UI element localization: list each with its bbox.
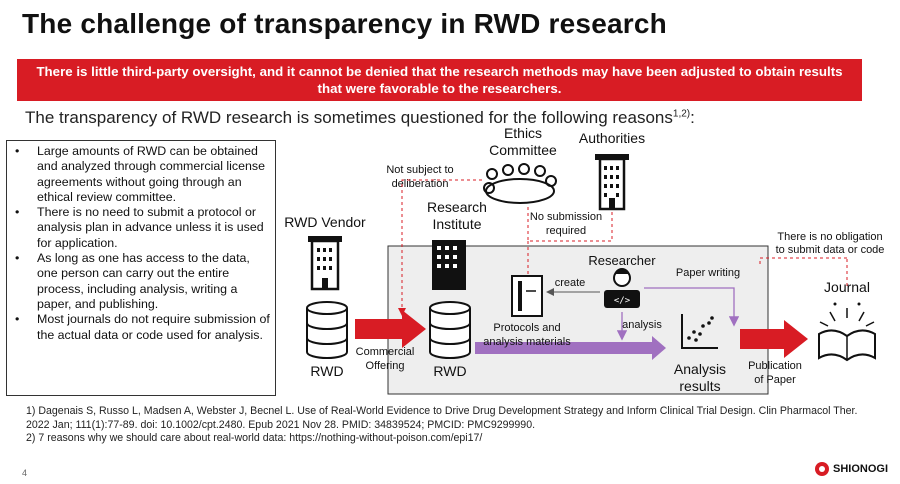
commercial-offering-label-2: Offering bbox=[366, 360, 405, 372]
protocols-label-1: Protocols and bbox=[493, 322, 560, 334]
subtitle-colon: : bbox=[690, 108, 695, 127]
authorities-building-icon bbox=[595, 154, 629, 211]
analysis-results-label-1: Analysis bbox=[674, 361, 726, 377]
reason-item: Large amounts of RWD can be obtained and… bbox=[15, 144, 271, 205]
research-institute-building-icon bbox=[432, 240, 466, 290]
dashed-line-obligation bbox=[759, 257, 847, 266]
paper-writing-arrow bbox=[644, 287, 740, 327]
subtitle: The transparency of RWD research is some… bbox=[25, 108, 695, 128]
dashed-arrow-to-rwd bbox=[398, 179, 482, 316]
rwd-left-label: RWD bbox=[310, 363, 343, 379]
commercial-offering-arrow bbox=[355, 310, 426, 348]
rwd-flow-diagram: Ethics Committee Authorities Not subject… bbox=[284, 126, 885, 395]
publication-label-1: Publication bbox=[748, 360, 802, 372]
journal-label: Journal bbox=[824, 279, 870, 295]
shionogi-logo-icon bbox=[815, 462, 829, 476]
ethics-label-2: Committee bbox=[489, 142, 557, 158]
page-title: The challenge of transparency in RWD res… bbox=[22, 8, 667, 39]
analysis-label: analysis bbox=[622, 319, 662, 331]
no-obligation-label-2: to submit data or code bbox=[776, 244, 885, 256]
reasons-list: Large amounts of RWD can be obtained and… bbox=[7, 141, 275, 343]
publication-label-2: of Paper bbox=[754, 374, 796, 386]
analysis-results-label-2: results bbox=[679, 378, 720, 394]
not-subject-label-2: deliberation bbox=[392, 178, 449, 190]
page-number: 4 bbox=[22, 468, 28, 478]
no-submission-label-1: No submission bbox=[530, 211, 602, 223]
reason-item: As long as one has access to the data, o… bbox=[15, 251, 271, 312]
open-book-icon bbox=[818, 302, 876, 362]
not-subject-label-1: Not subject to bbox=[386, 164, 453, 176]
protocols-label-2: analysis materials bbox=[483, 336, 571, 348]
reasons-box: Large amounts of RWD can be obtained and… bbox=[6, 140, 276, 396]
rwd-database-icon-right bbox=[429, 301, 471, 359]
reason-item: There is no need to submit a protocol or… bbox=[15, 205, 271, 251]
rwd-vendor-label: RWD Vendor bbox=[284, 214, 366, 230]
paper-writing-label: Paper writing bbox=[676, 267, 740, 279]
researcher-icon: </> bbox=[604, 268, 640, 308]
dashed-line-authorities bbox=[527, 206, 613, 242]
ethics-committee-icon bbox=[483, 163, 557, 204]
shionogi-logo: SHIONOGI bbox=[815, 462, 888, 476]
research-institute-label-2: Institute bbox=[432, 216, 481, 232]
research-institute-label-1: Research bbox=[427, 199, 487, 215]
authorities-label: Authorities bbox=[579, 130, 645, 146]
references: 1) Dagenais S, Russo L, Madsen A, Webste… bbox=[26, 405, 871, 446]
no-obligation-label-1: There is no obligation bbox=[777, 231, 882, 243]
protocol-document-icon bbox=[511, 275, 543, 317]
create-label: create bbox=[555, 277, 586, 289]
analysis-flow-arrow bbox=[475, 336, 666, 360]
reason-item: Most journals do not require submission … bbox=[15, 312, 271, 343]
svg-text:</>: </> bbox=[614, 296, 631, 306]
ethics-label-1: Ethics bbox=[504, 126, 542, 141]
reference-1: 1) Dagenais S, Russo L, Madsen A, Webste… bbox=[26, 405, 858, 431]
publication-arrow bbox=[740, 320, 808, 358]
researcher-label: Researcher bbox=[588, 253, 656, 268]
rwd-right-label: RWD bbox=[433, 363, 466, 379]
banner-text: There is little third-party oversight, a… bbox=[36, 64, 843, 96]
subtitle-citation: 1,2) bbox=[672, 108, 691, 120]
reference-2: 2) 7 reasons why we should care about re… bbox=[26, 432, 483, 444]
scatter-plot-icon bbox=[681, 314, 718, 349]
subtitle-text: The transparency of RWD research is some… bbox=[25, 108, 673, 127]
warning-banner: There is little third-party oversight, a… bbox=[17, 59, 862, 101]
no-submission-label-2: required bbox=[546, 225, 586, 237]
rwd-database-icon-left bbox=[306, 301, 348, 359]
vendor-building-icon bbox=[308, 236, 342, 291]
shionogi-logo-text: SHIONOGI bbox=[833, 463, 889, 475]
commercial-offering-label-1: Commercial bbox=[356, 346, 415, 358]
